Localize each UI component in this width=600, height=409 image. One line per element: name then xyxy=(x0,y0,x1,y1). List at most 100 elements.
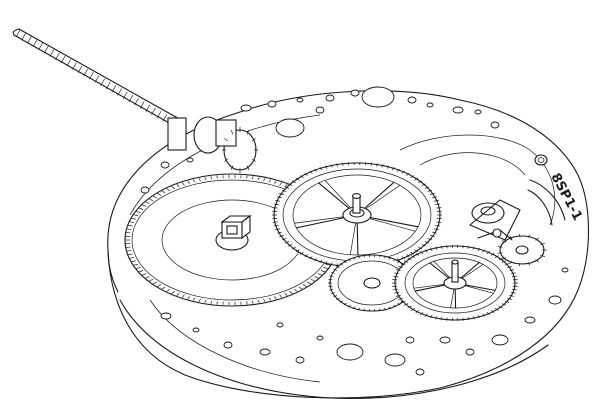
fourth-tooth xyxy=(398,297,403,300)
barrel-tooth xyxy=(135,267,141,270)
fourth-tooth xyxy=(510,272,516,275)
center-tooth xyxy=(275,228,281,230)
third-tooth xyxy=(352,256,356,260)
third-tooth xyxy=(343,260,347,264)
barrel-tooth xyxy=(192,179,196,183)
barrel-tooth xyxy=(127,224,133,227)
plate-hole xyxy=(439,336,451,344)
barrel-tooth xyxy=(166,288,170,292)
barrel-tooth xyxy=(298,286,303,290)
barrel-tooth xyxy=(246,175,248,179)
thread-line xyxy=(43,46,49,54)
fourth-tooth xyxy=(507,266,512,269)
third-tooth xyxy=(379,254,381,258)
fourth-tooth xyxy=(446,245,448,249)
barrel-tooth xyxy=(306,281,312,285)
center-tooth xyxy=(314,258,318,262)
center-tooth xyxy=(406,172,410,176)
barrel-tooth xyxy=(210,176,213,180)
fourth-tooth xyxy=(504,263,510,266)
third-tooth xyxy=(348,304,351,308)
barrel-tooth xyxy=(126,228,132,230)
thread-line xyxy=(151,107,156,116)
plate-hole xyxy=(415,368,425,376)
barrel-tooth xyxy=(171,290,175,294)
thread-line xyxy=(94,75,100,83)
fourth-tooth xyxy=(482,313,486,317)
center-tooth xyxy=(299,251,304,255)
center-tooth xyxy=(424,186,430,189)
plate-hole xyxy=(192,327,200,333)
fourth-tooth xyxy=(504,300,510,303)
barrel-tooth xyxy=(320,270,326,273)
barrel-tooth xyxy=(216,301,218,305)
barrel-tooth xyxy=(152,195,158,199)
barrel-tooth xyxy=(133,263,139,266)
barrel-tooth xyxy=(279,294,283,298)
center-tooth xyxy=(304,172,308,176)
thread-line xyxy=(55,52,60,60)
center-tooth xyxy=(410,175,415,179)
thread-line xyxy=(89,72,94,80)
third-tooth xyxy=(333,268,338,271)
escape-tooth xyxy=(540,254,545,257)
center-tooth xyxy=(279,193,285,196)
barrel-tooth xyxy=(210,300,213,304)
center-tooth xyxy=(432,196,437,199)
third-tooth xyxy=(336,265,340,269)
fourth-tooth xyxy=(400,300,406,303)
fourth-tooth xyxy=(494,308,499,311)
thread-line xyxy=(26,36,32,44)
fourth-wheel-teeth xyxy=(392,244,518,322)
third-tooth xyxy=(333,295,338,298)
center-tooth xyxy=(309,170,313,174)
fourth-tooth xyxy=(398,266,403,269)
thread-line xyxy=(128,94,134,103)
center-tooth xyxy=(324,165,328,169)
barrel-tooth xyxy=(257,176,260,181)
third-tooth xyxy=(379,308,381,312)
barrel-tooth xyxy=(171,186,175,190)
center-tooth xyxy=(291,180,296,184)
fourth-tooth xyxy=(498,305,503,309)
center-tooth xyxy=(432,231,437,234)
center-tooth xyxy=(304,254,308,258)
barrel-tooth xyxy=(127,253,133,256)
thread-line xyxy=(162,114,168,122)
barrel-tooth xyxy=(138,207,144,210)
plate-hole xyxy=(561,267,569,273)
plate-hole xyxy=(267,100,277,108)
center-tooth xyxy=(277,196,282,199)
fourth-tooth xyxy=(407,305,412,309)
third-tooth xyxy=(358,255,360,259)
fourth-tooth xyxy=(424,249,428,253)
thread-line xyxy=(134,98,139,106)
barrel-tooth xyxy=(310,278,315,282)
center-tooth xyxy=(314,168,318,172)
plate-hole xyxy=(490,121,500,129)
fourth-tooth xyxy=(394,291,400,294)
fourth-tooth xyxy=(477,247,481,252)
thread-line xyxy=(83,68,89,77)
fourth-tooth xyxy=(501,303,507,306)
fourth-tooth xyxy=(462,317,464,321)
thread-line xyxy=(49,49,55,57)
fourth-tooth xyxy=(472,316,475,320)
fourth-tooth xyxy=(467,245,470,250)
third-tooth xyxy=(331,272,335,274)
keyless-tooth xyxy=(230,165,234,171)
barrel-tooth xyxy=(157,284,162,287)
plate-hole xyxy=(452,106,464,114)
barrel-tooth xyxy=(135,210,141,213)
third-tooth xyxy=(384,307,386,311)
fourth-tooth xyxy=(403,303,409,306)
fourth-tooth xyxy=(482,249,486,253)
center-tooth xyxy=(347,162,349,166)
center-tooth xyxy=(291,246,296,250)
plate-hole xyxy=(223,341,233,349)
escape-wheel-teeth xyxy=(497,233,547,267)
barrel-tooth xyxy=(192,297,196,301)
center-tooth xyxy=(288,244,293,247)
thread-line xyxy=(111,85,117,93)
keyless-pinion-teeth xyxy=(222,126,258,174)
